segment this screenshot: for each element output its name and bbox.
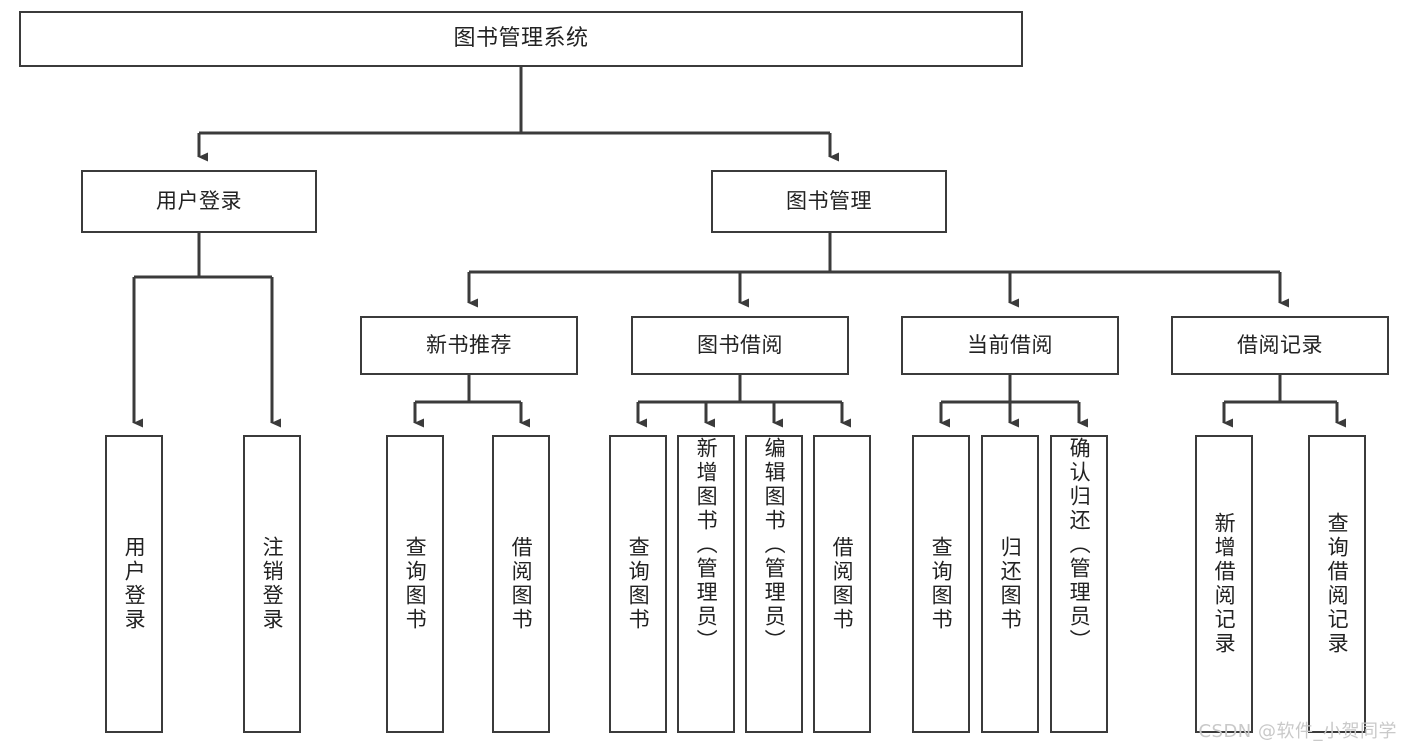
node-label: 查询图书 (403, 536, 428, 632)
leaf-borrow-book-2[interactable]: 借阅图书 (813, 435, 871, 733)
leaf-borrow-book-1[interactable]: 借阅图书 (492, 435, 550, 733)
node-label: 新增图书（管理员） (694, 437, 719, 653)
node-label: 确认归还（管理员） (1067, 437, 1092, 653)
leaf-query-book-1[interactable]: 查询图书 (386, 435, 444, 733)
node-label: 图书借阅 (697, 332, 783, 357)
node-label: 用户登录 (122, 536, 147, 632)
node-label: 查询借阅记录 (1325, 512, 1350, 656)
node-label: 查询图书 (626, 536, 651, 632)
node-label: 新增借阅记录 (1212, 512, 1237, 656)
leaf-return-book[interactable]: 归还图书 (981, 435, 1039, 733)
leaf-user-login[interactable]: 用户登录 (105, 435, 163, 733)
node-label: 借阅图书 (830, 536, 855, 632)
leaf-confirm-return[interactable]: 确认归还（管理员） (1050, 435, 1108, 733)
node-label: 归还图书 (998, 536, 1023, 632)
node-root-book-management-system[interactable]: 图书管理系统 (19, 11, 1023, 67)
node-label: 新书推荐 (426, 332, 512, 357)
node-label: 借阅图书 (509, 536, 534, 632)
leaf-add-borrow-record[interactable]: 新增借阅记录 (1195, 435, 1253, 733)
node-book-borrow[interactable]: 图书借阅 (631, 316, 849, 375)
node-label: 借阅记录 (1237, 332, 1323, 357)
node-label: 查询图书 (929, 536, 954, 632)
leaf-query-borrow-record[interactable]: 查询借阅记录 (1308, 435, 1366, 733)
node-label: 注销登录 (260, 536, 285, 632)
node-label: 用户登录 (156, 188, 242, 213)
node-book-manage[interactable]: 图书管理 (711, 170, 947, 233)
leaf-logout-login[interactable]: 注销登录 (243, 435, 301, 733)
node-user-login[interactable]: 用户登录 (81, 170, 317, 233)
leaf-query-book-2[interactable]: 查询图书 (609, 435, 667, 733)
node-label: 当前借阅 (967, 332, 1053, 357)
leaf-edit-book[interactable]: 编辑图书（管理员） (745, 435, 803, 733)
node-borrow-record[interactable]: 借阅记录 (1171, 316, 1389, 375)
node-new-book-recommend[interactable]: 新书推荐 (360, 316, 578, 375)
node-current-borrow[interactable]: 当前借阅 (901, 316, 1119, 375)
node-label: 图书管理系统 (453, 25, 589, 51)
leaf-add-book[interactable]: 新增图书（管理员） (677, 435, 735, 733)
node-label: 图书管理 (786, 188, 872, 213)
leaf-query-book-3[interactable]: 查询图书 (912, 435, 970, 733)
node-label: 编辑图书（管理员） (762, 437, 787, 653)
csdn-watermark: CSDN @软件_小贺同学 (1198, 721, 1397, 742)
